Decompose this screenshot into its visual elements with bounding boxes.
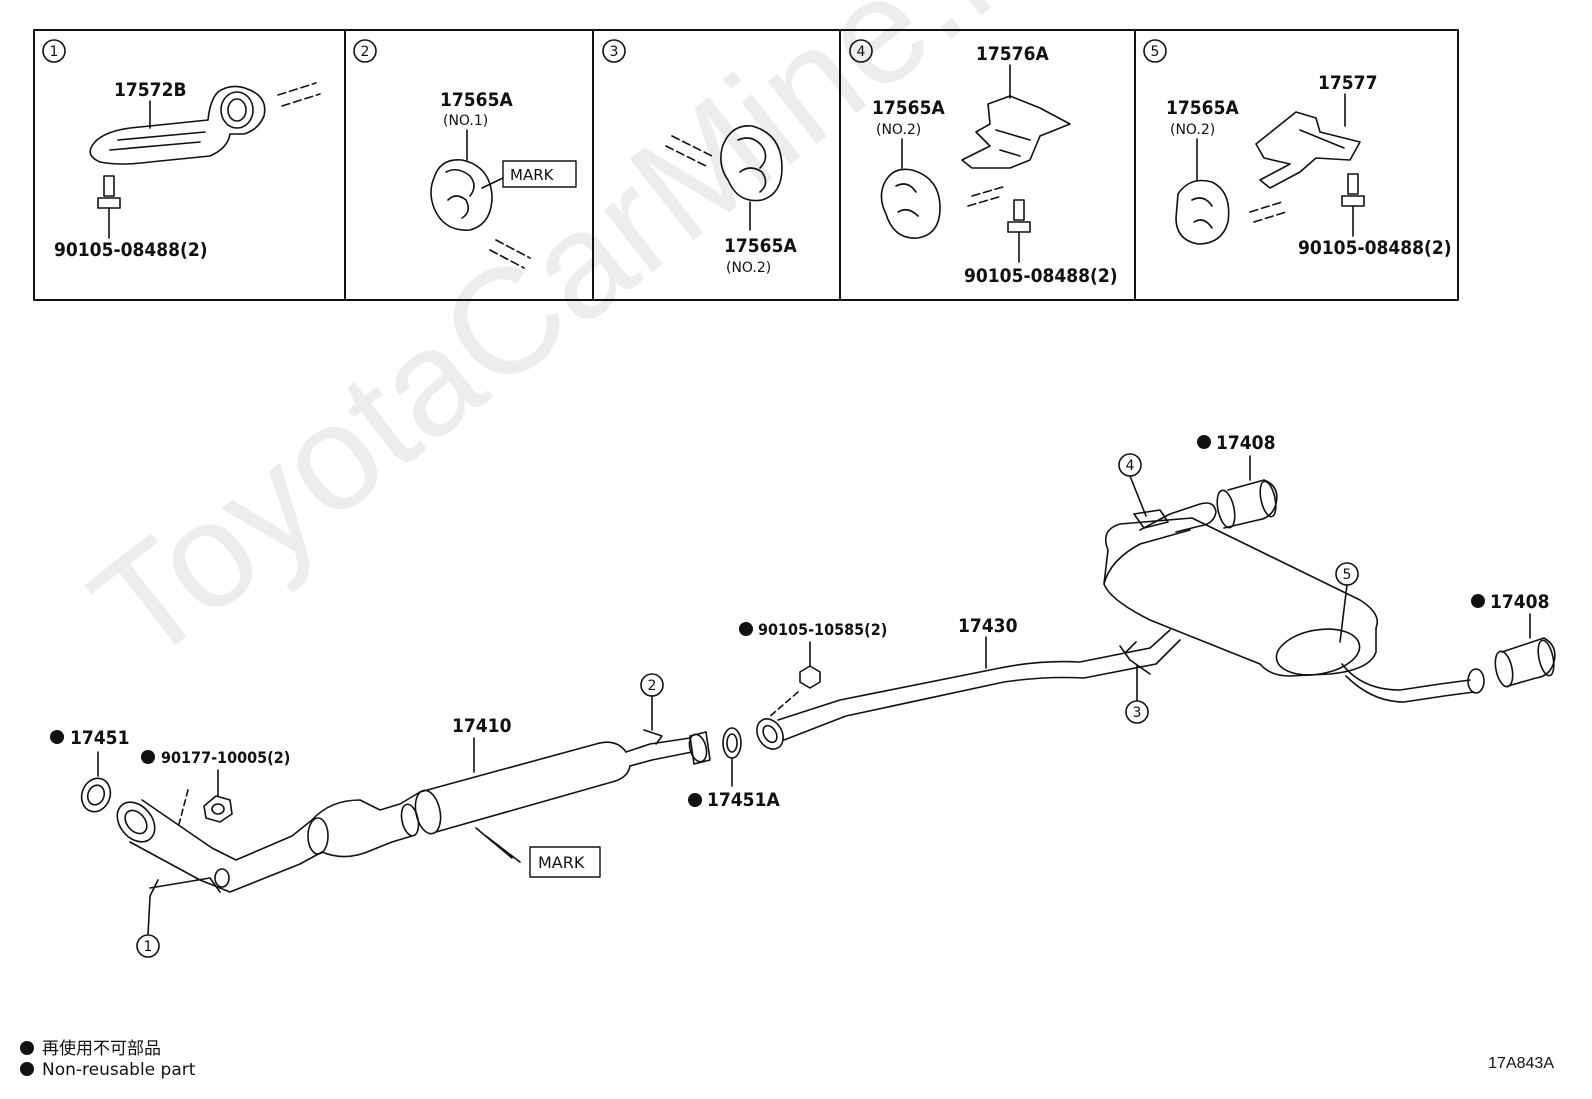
hanger-rubber-no1-icon	[430, 159, 493, 231]
callout-5: 5	[1335, 562, 1359, 643]
part-17565A-label-b4: 17565A	[872, 97, 945, 119]
part-17410-label: 17410	[452, 715, 512, 737]
diagram-code: 17A843A	[1488, 1055, 1554, 1072]
tip-17408-lower: 17408	[1471, 591, 1556, 688]
tip-17408-upper: 17408	[1197, 432, 1278, 529]
callout-4-text: 4	[1126, 458, 1135, 474]
part-17572B-label: 17572B	[114, 79, 187, 101]
gasket-17451A: 17451A	[688, 727, 780, 811]
box-number-1-text: 1	[50, 44, 59, 60]
bracket-17576A-icon	[961, 95, 1071, 169]
part-no2-sub-label-b4: (NO.2)	[876, 122, 921, 138]
detail-box-3: 3 17565A (NO.2)	[602, 39, 797, 276]
legend-en: Non-reusable part	[20, 1060, 195, 1080]
part-17576A-label: 17576A	[976, 43, 1049, 65]
bolt-90105-10585: 90105-10585(2)	[739, 620, 887, 719]
callout-4: 4	[1118, 453, 1147, 517]
bolt-label-b5: 90105-08488(2)	[1298, 237, 1452, 259]
part-no2-sub-label: (NO.2)	[726, 260, 771, 276]
box-number-1	[42, 39, 66, 63]
detail-box-2: 2 17565A (NO.1) MARK	[353, 39, 577, 269]
bolt-label-b4: 90105-08488(2)	[964, 265, 1118, 287]
bracket-17577-icon	[1255, 111, 1361, 189]
part-17430-label: 17430	[958, 615, 1018, 637]
callout-5-text: 5	[1343, 567, 1352, 583]
legend-jp-text: 再使用不可部品	[42, 1039, 161, 1059]
part-90177-label: 90177-10005(2)	[161, 748, 290, 767]
mark-text-1: MARK	[510, 166, 555, 184]
part-no1-sub-label: (NO.1)	[443, 113, 488, 129]
part-17408-upper-label: 17408	[1216, 432, 1275, 454]
part-17565A-no1-label: 17565A	[440, 89, 513, 111]
bullet-icon	[20, 1062, 34, 1076]
bolt-icon-b5	[1341, 173, 1365, 237]
bolt-icon-b4	[1007, 199, 1031, 263]
center-pipe-17430: 17430	[756, 615, 1181, 750]
bullet-icon	[20, 1041, 34, 1055]
bolt-icon	[97, 175, 121, 239]
mark-text-main: MARK	[538, 853, 585, 872]
legend-jp: 再使用不可部品	[20, 1034, 161, 1059]
part-17451A-label: 17451A	[707, 789, 780, 811]
box-number-4-text: 4	[857, 44, 866, 60]
part-17577-label: 17577	[1318, 72, 1377, 94]
legend-en-text: Non-reusable part	[42, 1060, 196, 1080]
part-17451-label: 17451	[70, 727, 129, 749]
gasket-17451: 17451	[50, 727, 129, 813]
hanger-rubber-b5-icon	[1175, 179, 1230, 245]
box-number-3-text: 3	[610, 44, 619, 60]
detail-box-1: 1 17572B 90105-08488(2)	[42, 39, 321, 261]
detail-box-4: 4 17576A 17565A (NO.2) 90105-08488(2)	[849, 39, 1118, 287]
callout-3: 3	[1125, 665, 1149, 724]
box-number-2-text: 2	[361, 44, 370, 60]
bracket-17572B-icon	[89, 85, 266, 165]
detail-box-5: 5 17577 17565A (NO.2) 90105-08488(2)	[1143, 39, 1452, 259]
hanger-rubber-b4-icon	[880, 168, 941, 239]
callout-1: 1	[136, 896, 160, 958]
callout-3-text: 3	[1133, 705, 1142, 721]
front-pipe-17410: 17410	[116, 715, 711, 897]
part-17565A-no2-label: 17565A	[724, 235, 797, 257]
callout-2-text: 2	[648, 678, 657, 694]
callout-2: 2	[640, 673, 664, 745]
detail-boxes-frame	[33, 29, 1459, 301]
muffler-assembly	[1103, 502, 1485, 703]
mark-callout-main: MARK	[475, 827, 601, 878]
part-17565A-label-b5: 17565A	[1166, 97, 1239, 119]
part-90105-10585-label: 90105-10585(2)	[758, 620, 887, 639]
mark-box-1	[502, 160, 577, 188]
part-17408-lower-label: 17408	[1490, 591, 1549, 613]
callout-1-text: 1	[144, 939, 153, 955]
hanger-rubber-no2-icon	[720, 125, 783, 202]
bolt-90105-08488-label: 90105-08488(2)	[54, 239, 208, 261]
box-number-5-text: 5	[1151, 44, 1160, 60]
part-no2-sub-label-b5: (NO.2)	[1170, 122, 1215, 138]
nut-90177: 90177-10005(2)	[141, 748, 290, 829]
